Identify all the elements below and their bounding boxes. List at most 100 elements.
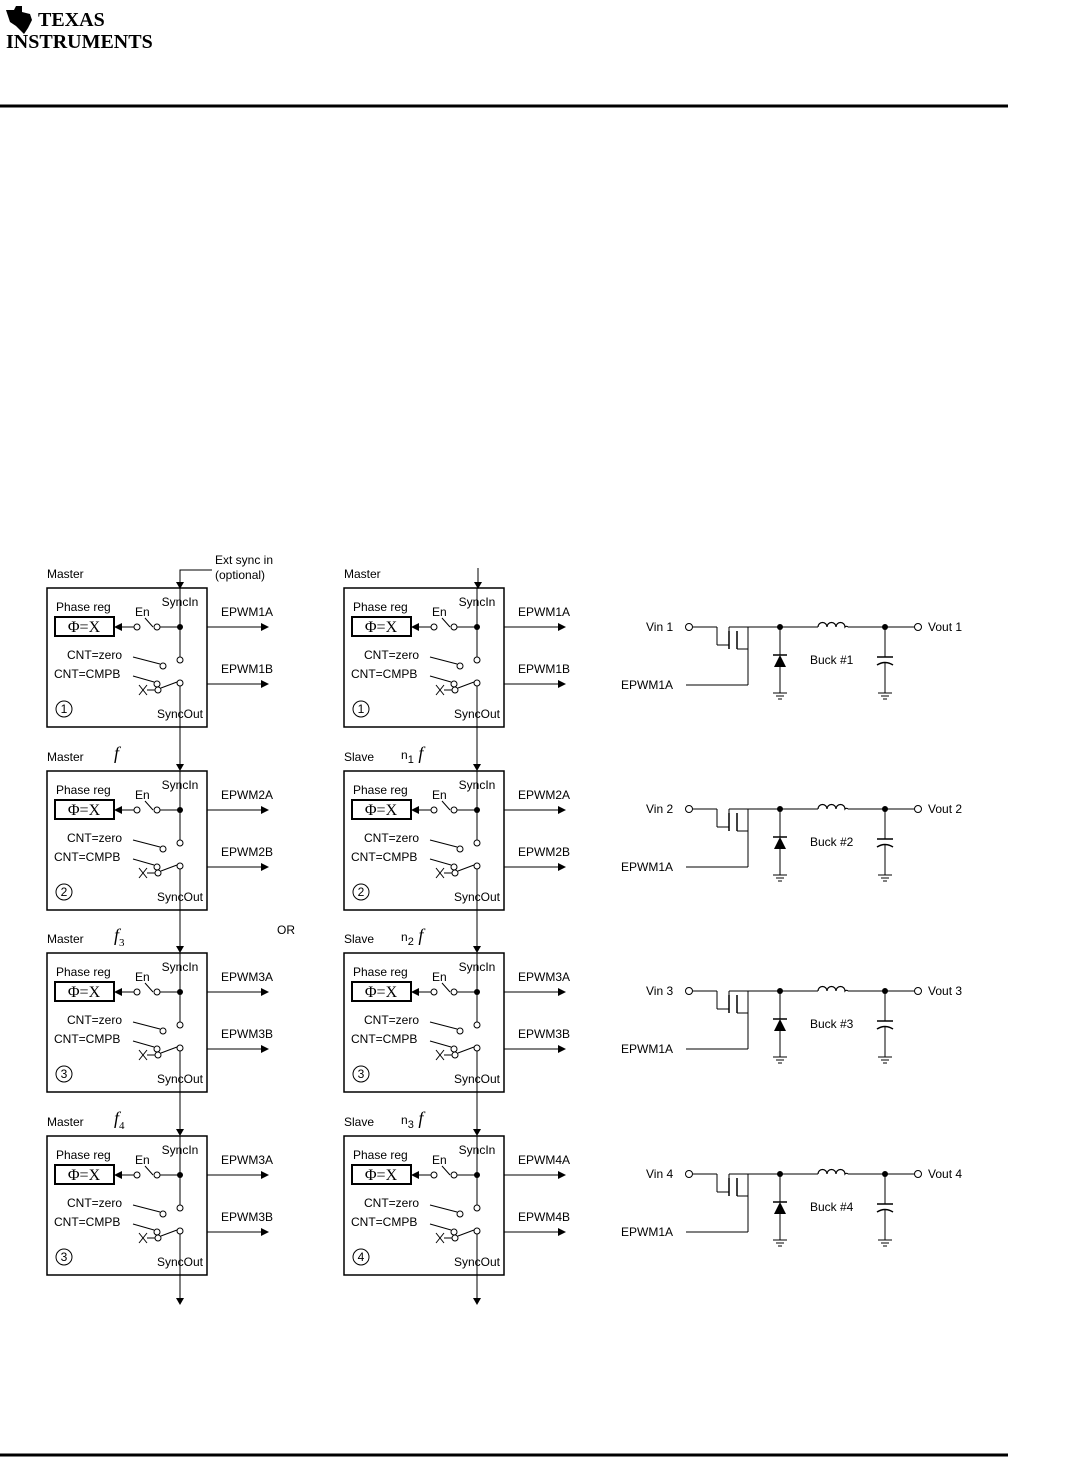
en-label: En — [432, 970, 447, 984]
phase-reg-label: Phase reg — [353, 965, 408, 979]
out-contact — [451, 1234, 459, 1242]
output-b-label: EPWM2B — [221, 845, 273, 859]
out-contact — [154, 869, 162, 877]
logo-line2: INSTRUMENTS — [6, 31, 153, 53]
en-switch — [441, 800, 451, 811]
en-contact — [450, 806, 458, 814]
phase-reg-box — [351, 616, 412, 637]
cnt-cmpb-contact — [450, 1045, 458, 1053]
vin-label: Vin 2 — [646, 802, 673, 816]
en-switch — [441, 982, 451, 993]
cnt-zero-label: CNT=zero — [364, 831, 419, 845]
output-a-label: EPWM3A — [518, 970, 570, 984]
freq-label: f3 — [114, 925, 125, 949]
block-number: 4 — [358, 1250, 365, 1264]
freq-label: n3 f — [401, 1108, 426, 1131]
cnt-zero-switch — [132, 839, 161, 848]
role-label: Master — [47, 567, 84, 581]
cnt-cmpb-contact — [450, 863, 458, 871]
syncout-label: SyncOut — [157, 1072, 204, 1086]
output-b-arrow — [261, 680, 269, 688]
phase-reg-box — [351, 981, 412, 1002]
cnt-zero-contact — [159, 662, 167, 670]
inductor-icon — [817, 803, 849, 811]
epwm-block: Phase regΦ=XEnSyncInCNT=zeroCNT=CMPBSync… — [343, 587, 570, 728]
vin-terminal — [685, 623, 693, 631]
en-switch — [144, 1165, 154, 1176]
sync-chain-arrow — [176, 946, 184, 953]
cnt-cmpb-label: CNT=CMPB — [54, 1215, 120, 1229]
en-contact — [430, 988, 438, 996]
out-contact — [451, 1051, 459, 1059]
output-b-label: EPWM1B — [221, 662, 273, 676]
cnt-zero-contact — [456, 662, 464, 670]
en-contact — [430, 806, 438, 814]
en-label: En — [432, 1153, 447, 1167]
sync-node — [474, 1172, 480, 1178]
phase-reg-label: Phase reg — [353, 600, 408, 614]
diode-icon — [774, 1019, 786, 1031]
syncout-switch — [160, 681, 178, 689]
block-number: 2 — [358, 885, 365, 899]
output-b-arrow — [558, 680, 566, 688]
sync-contact — [473, 1021, 481, 1029]
output-b-label: EPWM4B — [518, 1210, 570, 1224]
output-a-arrow — [261, 988, 269, 996]
out-contact — [451, 869, 459, 877]
cnt-zero-label: CNT=zero — [364, 1196, 419, 1210]
freq-label: f4 — [114, 1108, 125, 1132]
epwm-block: Phase regΦ=XEnSyncInCNT=zeroCNT=CMPBSync… — [343, 770, 570, 911]
syncout-switch — [457, 1229, 475, 1237]
vout-label: Vout 1 — [928, 620, 962, 634]
out-contact — [154, 686, 162, 694]
output-b-arrow — [558, 863, 566, 871]
block-number: 3 — [61, 1067, 68, 1081]
vin-terminal — [685, 1170, 693, 1178]
cnt-zero-switch — [429, 1021, 458, 1030]
cnt-cmpb-switch — [429, 1223, 452, 1231]
block-frame — [343, 952, 505, 1093]
syncout-contact — [176, 862, 184, 870]
sync-node — [474, 624, 480, 630]
en-contact — [133, 988, 141, 996]
phase-value: Φ=X — [365, 984, 398, 1001]
epwm-block: Phase regΦ=XEnSyncInCNT=zeroCNT=CMPBSync… — [46, 587, 273, 728]
en-contact — [450, 1171, 458, 1179]
block-number-circle — [55, 700, 73, 718]
cnt-zero-contact — [159, 1210, 167, 1218]
en-contact — [430, 1171, 438, 1179]
epwm-block: Phase regΦ=XEnSyncInCNT=zeroCNT=CMPBSync… — [343, 952, 570, 1093]
diode-icon — [774, 837, 786, 849]
output-b-arrow — [558, 1228, 566, 1236]
syncout-label: SyncOut — [454, 707, 501, 721]
x-mark — [435, 1232, 445, 1244]
cnt-zero-label: CNT=zero — [67, 648, 122, 662]
block-number: 1 — [358, 702, 365, 716]
epwm-block: Phase regΦ=XEnSyncInCNT=zeroCNT=CMPBSync… — [46, 952, 273, 1093]
drive-label: EPWM1A — [621, 1225, 673, 1239]
en-contact — [153, 806, 161, 814]
freq-label: n1 f — [401, 743, 426, 766]
en-switch — [144, 800, 154, 811]
en-label: En — [135, 970, 150, 984]
output-a-label: EPWM2A — [221, 788, 273, 802]
cnt-zero-contact — [456, 845, 464, 853]
syncout-switch — [457, 864, 475, 872]
phase-value: Φ=X — [68, 619, 101, 636]
role-label: Master — [47, 1115, 84, 1129]
cnt-zero-contact — [159, 845, 167, 853]
phase-reg-box — [54, 799, 115, 820]
cnt-cmpb-contact — [153, 680, 161, 688]
syncout-label: SyncOut — [157, 707, 204, 721]
cnt-zero-switch — [132, 656, 161, 665]
output-a-label: EPWM4A — [518, 1153, 570, 1167]
output-a-arrow — [261, 623, 269, 631]
x-mark — [138, 1232, 148, 1244]
phase-value: Φ=X — [365, 1167, 398, 1184]
output-a-label: EPWM2A — [518, 788, 570, 802]
